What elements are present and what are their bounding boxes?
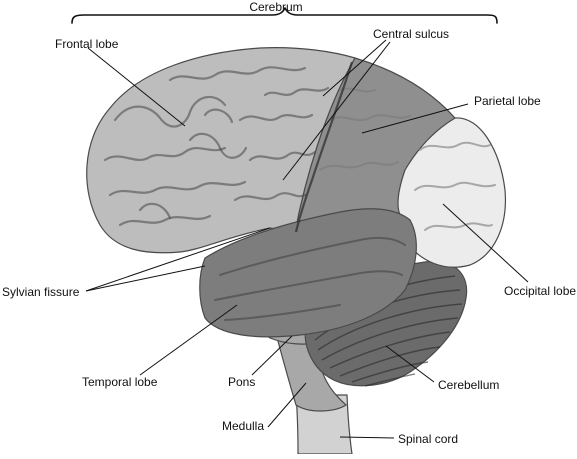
cerebellum-label: Cerebellum [438, 378, 499, 392]
temporal-lobe-label: Temporal lobe [82, 375, 158, 389]
leader-spinal-cord [339, 436, 395, 439]
leader-occipital-lobe [442, 203, 529, 283]
cerebrum-label: Cerebrum [249, 0, 302, 14]
leader-medulla [267, 382, 307, 428]
central-sulcus-label: Central sulcus [373, 27, 449, 41]
leader-central-sulcus-1 [322, 39, 387, 97]
temporal-lobe [199, 208, 417, 338]
sylvian-fissure-label: Sylvian fissure [2, 285, 80, 299]
leader-temporal-lobe [139, 304, 238, 376]
cerebellum-folia [314, 275, 463, 387]
parietal-lobe-label: Parietal lobe [474, 94, 541, 108]
leader-sylvian-2 [85, 265, 206, 292]
cerebrum-brace [71, 7, 498, 24]
occipital-lobe-label: Occipital lobe [504, 284, 576, 298]
occipital-gyri [414, 141, 496, 231]
leader-lines [85, 39, 529, 439]
temporal-gyri [214, 236, 406, 321]
medulla-label: Medulla [222, 419, 264, 433]
pons-label: Pons [228, 375, 255, 389]
frontal-gyri [103, 66, 330, 227]
leader-frontal-lobe [87, 47, 186, 127]
leader-cerebellum [385, 345, 435, 383]
leader-pons [251, 335, 293, 376]
leader-parietal-lobe [361, 103, 469, 134]
leader-sylvian-1 [85, 227, 271, 292]
leader-central-sulcus-2 [282, 41, 391, 181]
central-sulcus-groove [294, 61, 354, 233]
frontal-lobe-label: Frontal lobe [55, 37, 119, 51]
spinal-cord-label: Spinal cord [398, 432, 458, 446]
